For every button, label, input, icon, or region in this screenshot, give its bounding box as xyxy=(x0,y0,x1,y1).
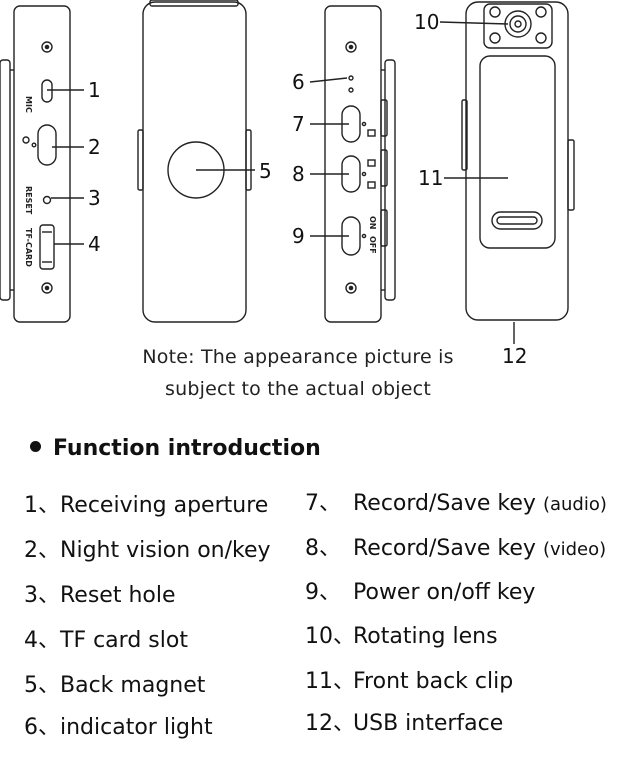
function-number: 12、 xyxy=(305,711,355,736)
callout-1: 1 xyxy=(88,78,101,102)
function-item-8: 8、 Record/Save key (video) xyxy=(305,530,606,562)
function-suffix: (video) xyxy=(542,539,607,560)
reset-hole xyxy=(42,195,52,205)
function-item-9: 9、 Power on/off key xyxy=(305,574,535,606)
rotating-lens xyxy=(504,10,532,38)
callout-8: 8 xyxy=(292,162,305,186)
callout-2: 2 xyxy=(88,135,101,159)
function-number: 6、 xyxy=(24,715,60,740)
callout-11: 11 xyxy=(418,166,443,190)
callout-9: 9 xyxy=(292,224,305,248)
function-number: 9、 xyxy=(305,580,341,605)
function-label: Back magnet xyxy=(60,673,206,698)
function-number: 5、 xyxy=(24,673,60,698)
function-number: 3、 xyxy=(24,583,60,608)
side-view-right xyxy=(324,5,396,323)
callout-5: 5 xyxy=(259,159,272,183)
back-view xyxy=(137,0,252,323)
function-item-10: 10、Rotating lens xyxy=(305,618,498,650)
function-label: Reset hole xyxy=(60,583,176,608)
mic-aperture xyxy=(41,79,53,103)
function-item-7: 7、 Record/Save key (audio) xyxy=(305,485,607,517)
off-label: OFF xyxy=(368,236,377,254)
front-back-clip xyxy=(479,55,556,249)
callout-4: 4 xyxy=(88,232,101,256)
function-number: 7、 xyxy=(305,491,341,516)
function-number: 11、 xyxy=(305,669,355,694)
function-number: 8、 xyxy=(305,536,341,561)
function-item-12: 12、USB interface xyxy=(305,705,503,737)
side-view-left xyxy=(0,5,71,323)
function-number: 1、 xyxy=(24,493,60,518)
callout-3: 3 xyxy=(88,186,101,210)
callout-12: 12 xyxy=(502,344,527,368)
callout-7: 7 xyxy=(292,112,305,136)
device-diagram: MIC RESET TF-CARD ON OFF 1 2 3 4 5 6 7 8… xyxy=(0,0,575,368)
function-item-6: 6、indicator light xyxy=(24,709,213,741)
function-label: Receiving aperture xyxy=(60,493,269,518)
function-label: Rotating lens xyxy=(353,624,498,649)
function-label: Front back clip xyxy=(353,669,514,694)
function-label: TF card slot xyxy=(60,628,188,653)
function-label: Record/Save key xyxy=(353,491,536,516)
audio-symbol xyxy=(367,129,376,137)
callout-lines xyxy=(47,21,509,245)
tf-card-slot xyxy=(39,224,55,270)
indicator-light xyxy=(348,75,354,81)
function-item-11: 11、Front back clip xyxy=(305,663,513,695)
video-symbol xyxy=(367,181,376,189)
function-label: Record/Save key xyxy=(353,536,536,561)
function-heading-text: Function introduction xyxy=(53,436,321,461)
function-item-3: 3、Reset hole xyxy=(24,577,176,609)
front-view xyxy=(461,1,575,344)
callout-6: 6 xyxy=(292,70,305,94)
function-number: 10、 xyxy=(305,624,355,649)
function-item-4: 4、TF card slot xyxy=(24,622,188,654)
function-suffix: (audio) xyxy=(542,494,607,515)
night-vision-symbol xyxy=(22,136,30,144)
function-item-1: 1、Receiving aperture xyxy=(24,487,268,519)
function-number: 4、 xyxy=(24,628,60,653)
night-vision-switch xyxy=(37,124,57,166)
function-label: USB interface xyxy=(353,711,504,736)
tf-card-label: TF-CARD xyxy=(24,228,33,267)
callout-10: 10 xyxy=(414,10,439,34)
reset-label: RESET xyxy=(24,186,33,215)
bullet-dot xyxy=(30,441,41,452)
function-label: Night vision on/key xyxy=(60,538,271,563)
note-line-2: subject to the actual object xyxy=(165,378,431,400)
function-label: Power on/off key xyxy=(353,580,536,605)
function-heading: Function introduction xyxy=(30,436,321,461)
function-number: 2、 xyxy=(24,538,60,563)
on-label: ON xyxy=(368,216,377,230)
function-item-5: 5、Back magnet xyxy=(24,667,205,699)
rotating-lens-module xyxy=(483,3,553,49)
note-line-1: Note: The appearance picture is xyxy=(142,346,454,368)
mic-label: MIC xyxy=(24,96,33,113)
function-label: indicator light xyxy=(60,715,213,740)
function-item-2: 2、Night vision on/key xyxy=(24,532,271,564)
